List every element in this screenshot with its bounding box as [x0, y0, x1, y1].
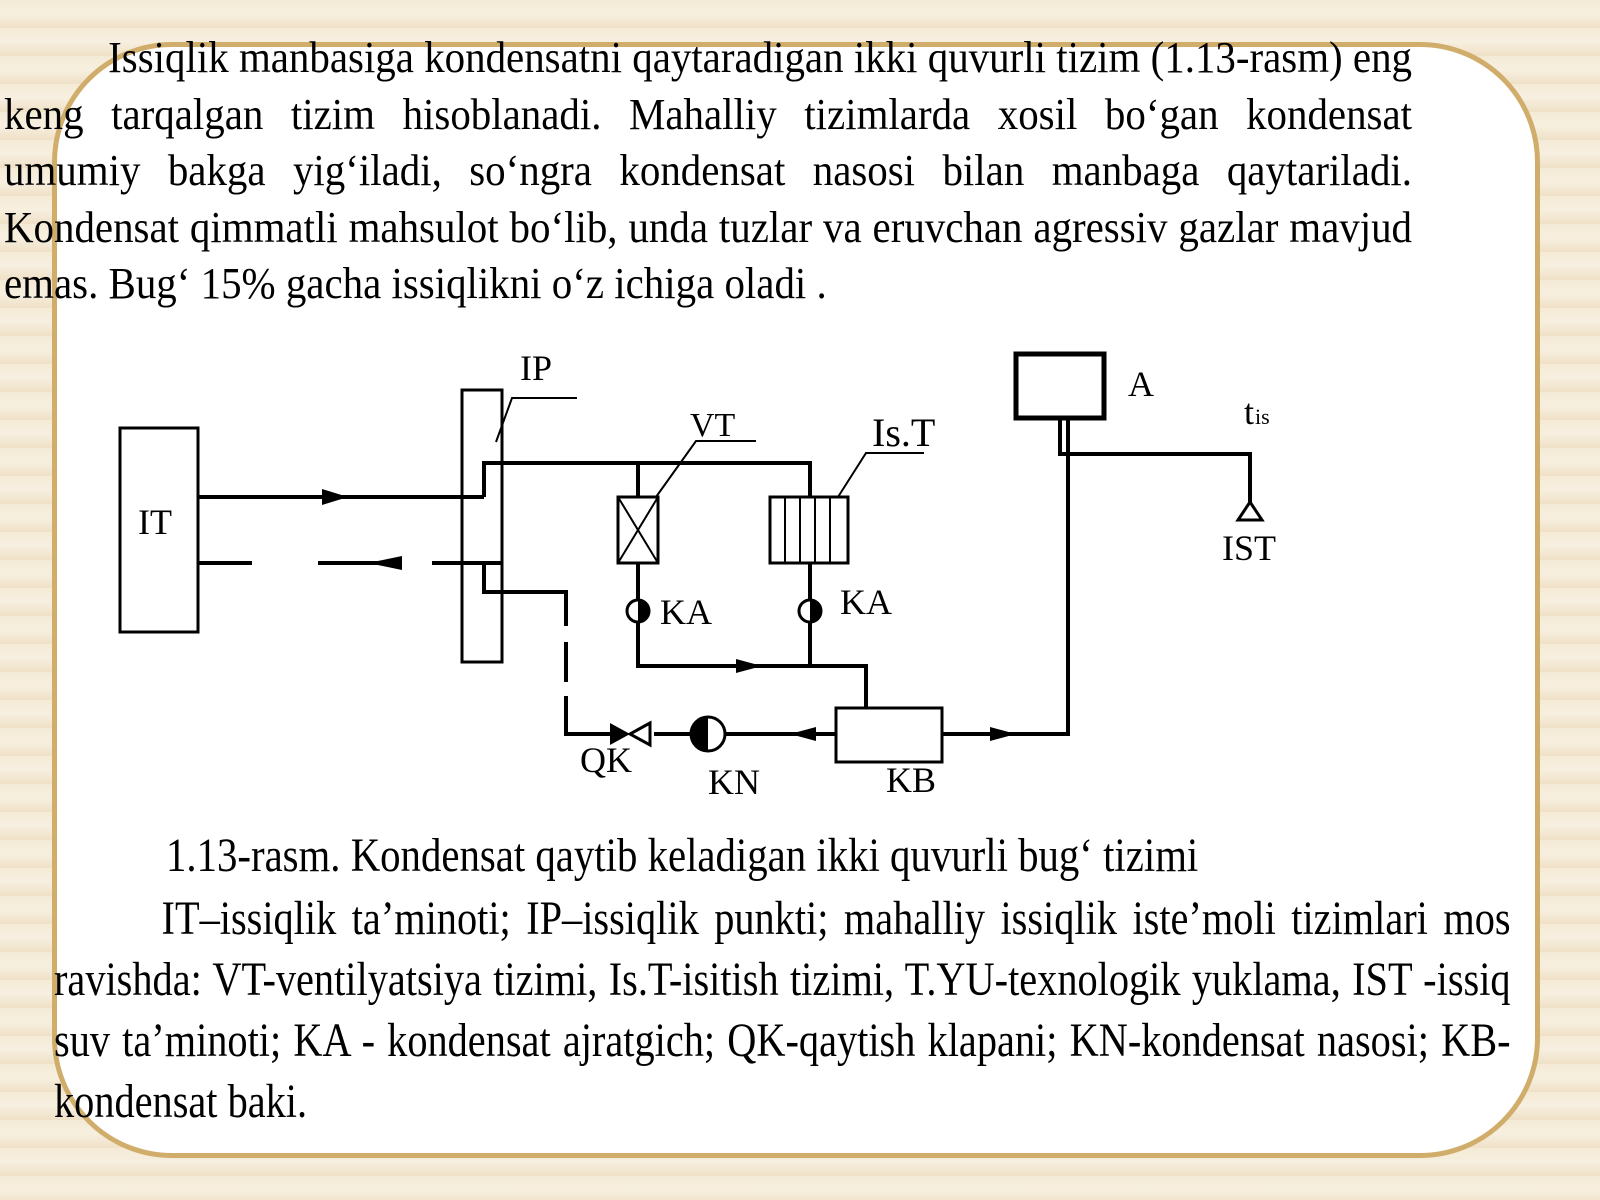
ka-label-2: KA	[840, 582, 892, 622]
intro-paragraph: Issiqlik manbasiga kondensatni qaytaradi…	[4, 33, 1413, 309]
ip-label: IP	[520, 348, 552, 388]
qk-label: QK	[580, 740, 632, 780]
ist-symbol	[1235, 499, 1265, 522]
kb-to-a-arrow	[990, 727, 1016, 741]
vt-leader-line	[655, 440, 756, 498]
ist-heating-unit	[768, 495, 850, 565]
a-label: A	[1128, 364, 1154, 404]
t-main: t	[1244, 392, 1254, 432]
t-sub: is	[1255, 404, 1270, 429]
ist-label: IST	[1222, 528, 1276, 568]
kn-pump	[689, 715, 727, 753]
ist-heating-fins	[784, 497, 831, 563]
ip-block	[460, 388, 504, 664]
collector-arrow	[736, 659, 762, 673]
vt-label: VT	[690, 407, 736, 444]
kn-label: KN	[708, 762, 760, 802]
ka-trap-1	[625, 598, 651, 624]
figure-caption: 1.13-rasm. Kondensat qaytib keladigan ik…	[166, 829, 1199, 882]
condensate-return-arrow	[368, 556, 402, 570]
it-block	[118, 426, 200, 634]
vt-cross	[617, 496, 659, 564]
kb-label: KB	[886, 760, 936, 800]
ip-leader-line	[495, 397, 577, 443]
a-to-ist-line	[1058, 418, 1252, 502]
a-unit	[1013, 351, 1107, 421]
ka-trap-2	[797, 598, 823, 624]
slide-frame	[52, 42, 1540, 1158]
kb-to-a-line	[942, 418, 1070, 736]
steam-supply-arrow	[322, 489, 348, 505]
ist-heating-leader-line	[837, 452, 924, 498]
qk-check-valve	[610, 720, 652, 748]
legend-paragraph: IT–issiqlik ta’minoti; IP–issiqlik punkt…	[54, 892, 1511, 1128]
kb-to-pump-arrow	[790, 727, 816, 741]
ka-label-1: KA	[660, 592, 712, 632]
t-label: tis	[1244, 392, 1270, 432]
kb-tank	[834, 706, 944, 764]
steam-header-line	[482, 461, 812, 497]
qk-to-ip-line	[482, 563, 610, 736]
ist-heating-label: Is.T	[872, 410, 935, 455]
it-label: IT	[138, 502, 172, 542]
